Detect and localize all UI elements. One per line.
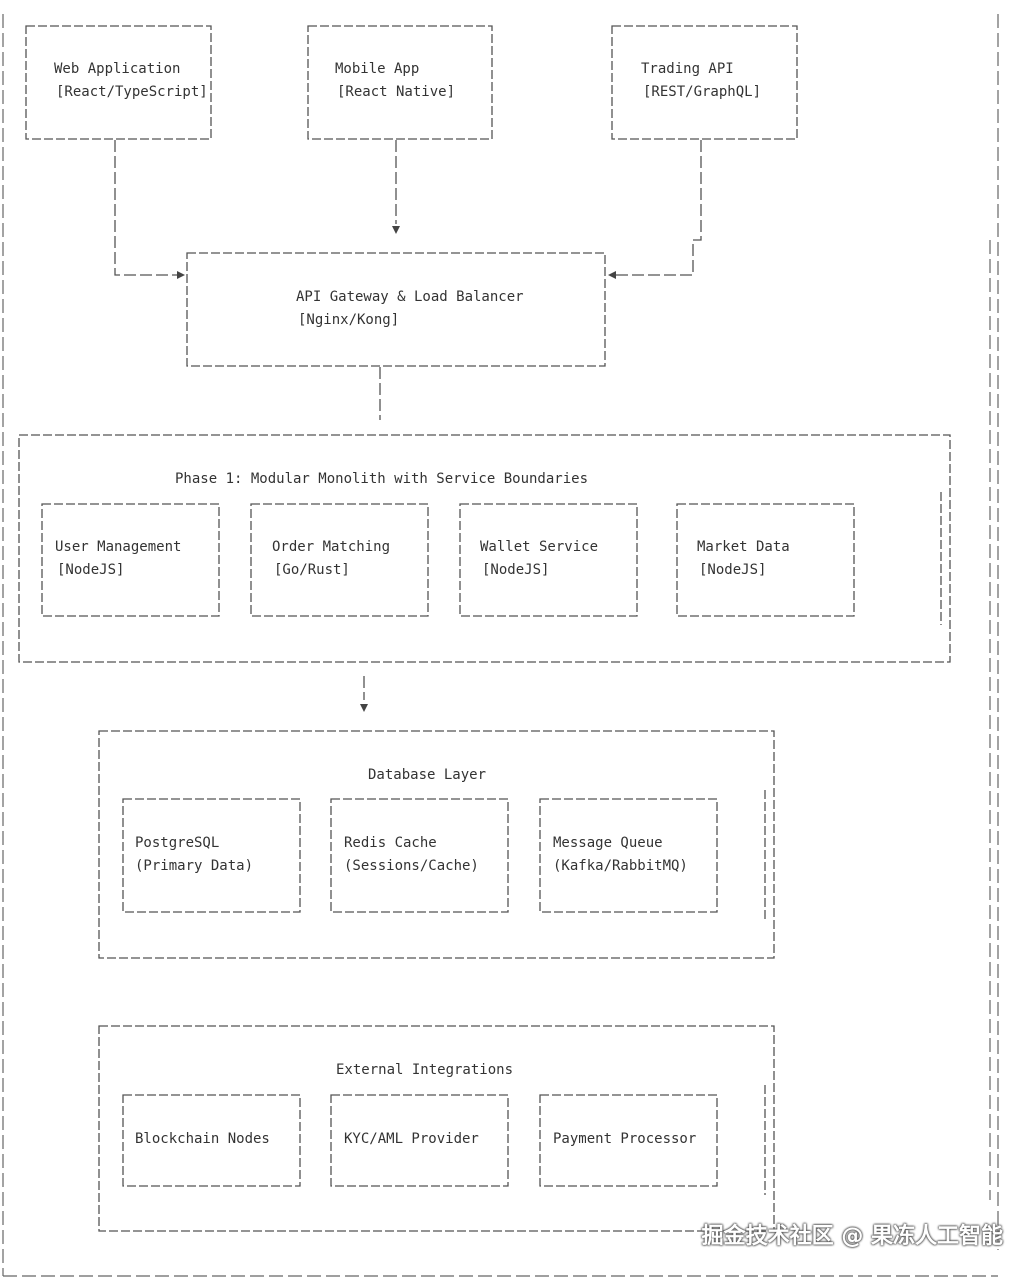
integration-box-kyc — [330, 1094, 509, 1187]
integration-kyc-name: KYC/AML Provider — [344, 1131, 479, 1147]
arrowhead-trading-gateway — [608, 271, 616, 279]
service-box-order-matching — [250, 503, 429, 617]
client-trading-name: Trading API — [641, 61, 734, 77]
client-web-name: Web Application — [54, 61, 181, 77]
connector-trading-gateway — [616, 140, 702, 276]
service-order-matching-tech: [Go/Rust] — [274, 562, 350, 578]
store-mq-detail: (Kafka/RabbitMQ) — [553, 858, 688, 874]
gateway-box — [186, 252, 606, 367]
store-redis-name: Redis Cache — [344, 835, 437, 851]
database-container — [98, 730, 775, 959]
gateway-name: API Gateway & Load Balancer — [296, 289, 524, 305]
arrowhead-phase1-database — [360, 704, 368, 712]
client-trading-tech: [REST/GraphQL] — [643, 84, 762, 100]
client-box-web — [25, 25, 212, 140]
external-container — [98, 1025, 775, 1232]
integration-payment-name: Payment Processor — [553, 1131, 697, 1147]
store-box-message-queue — [539, 798, 718, 913]
store-postgresql-detail: (Primary Data) — [135, 858, 254, 874]
service-box-market-data — [676, 503, 855, 617]
service-user-management-name: User Management — [55, 539, 182, 555]
client-box-mobile — [307, 25, 493, 140]
database-title: Database Layer — [368, 767, 487, 783]
integration-blockchain-name: Blockchain Nodes — [135, 1131, 270, 1147]
service-market-data-name: Market Data — [697, 539, 790, 555]
service-wallet-tech: [NodeJS] — [482, 562, 550, 578]
service-user-management-tech: [NodeJS] — [57, 562, 125, 578]
store-box-redis — [330, 798, 509, 913]
arrowhead-mobile-gateway — [392, 226, 400, 234]
client-box-trading-api — [611, 25, 798, 140]
gateway-tech: [Nginx/Kong] — [298, 312, 400, 328]
service-order-matching-name: Order Matching — [272, 539, 391, 555]
integration-box-payment — [539, 1094, 718, 1187]
client-mobile-tech: [React Native] — [337, 84, 456, 100]
store-mq-name: Message Queue — [553, 835, 663, 851]
client-mobile-name: Mobile App — [335, 61, 420, 77]
integration-box-blockchain — [122, 1094, 301, 1187]
store-postgresql-name: PostgreSQL — [135, 835, 220, 851]
arrowhead-web-gateway — [177, 271, 185, 279]
store-box-postgresql — [122, 798, 301, 913]
service-box-wallet — [459, 503, 638, 617]
phase1-title: Phase 1: Modular Monolith with Service B… — [175, 471, 589, 487]
watermark-text: 掘金技术社区 @ 果冻人工智能 — [701, 1224, 1003, 1249]
service-wallet-name: Wallet Service — [480, 539, 599, 555]
phase1-container — [18, 434, 951, 663]
store-redis-detail: (Sessions/Cache) — [344, 858, 479, 874]
client-web-tech: [React/TypeScript] — [56, 84, 208, 100]
connector-web-gateway — [114, 140, 178, 276]
service-box-user-management — [41, 503, 220, 617]
external-title: External Integrations — [336, 1062, 514, 1078]
service-market-data-tech: [NodeJS] — [699, 562, 767, 578]
